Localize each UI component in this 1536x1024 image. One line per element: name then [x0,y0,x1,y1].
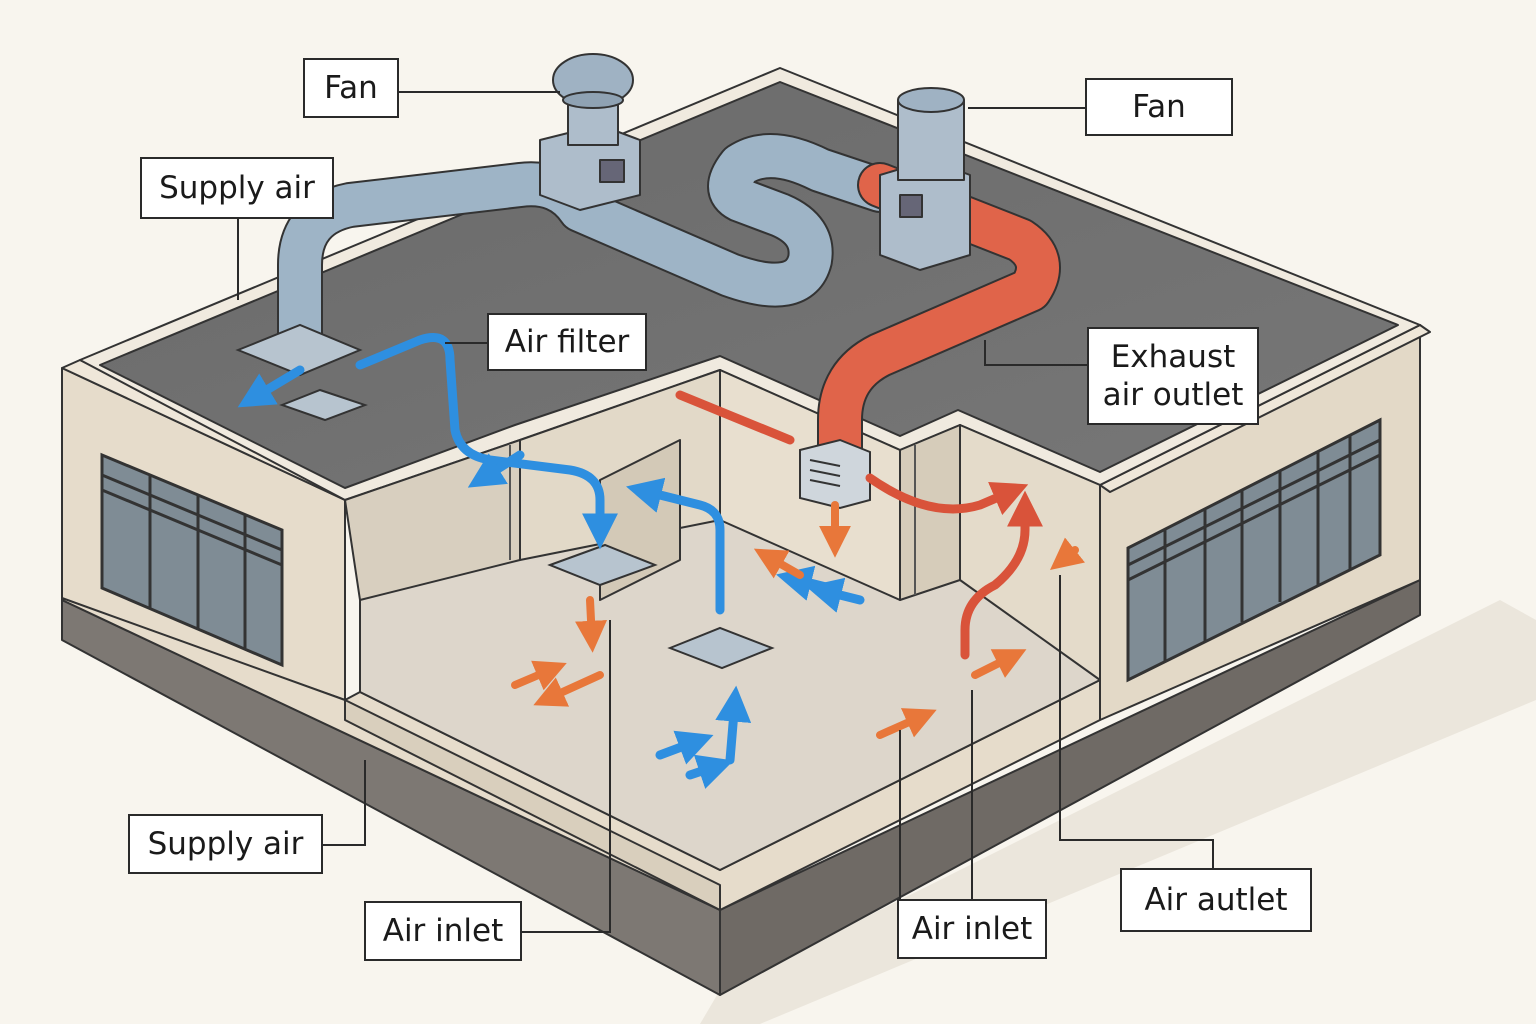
airflow-arrow [575,596,608,653]
airflow-arrow [971,649,1027,679]
supply-airflow-arrows [237,333,865,789]
label-air-inlet-right: Air inlet [897,899,1047,959]
leader-exhaust [984,340,1087,366]
label-supply-air-bottom: Supply air [128,814,323,874]
airflow-arrow [753,548,804,579]
airflow-arrow [960,490,1043,660]
fan-left-unit [539,53,641,211]
leader-supply-air-bottom [322,760,366,846]
airflow-arrow [237,365,305,408]
return-airflow-arrows [511,501,1085,739]
label-fan-right: Fan [1085,78,1233,136]
supply-duct [277,133,903,358]
airflow-arrow [511,660,567,691]
fan-right-unit [879,87,971,271]
window-right [1126,417,1382,683]
exhaust-duct [817,162,1061,483]
airflow-arrow [876,708,937,739]
label-air-filter: Air filter [487,313,647,371]
label-exhaust-air-outlet: Exhaust air outlet [1087,327,1259,425]
airflow-arrow [626,477,725,615]
leader-air-inlet-left [520,620,611,933]
ceiling-diffusers [547,543,775,670]
airflow-arrow [533,671,604,707]
leader-lines [237,91,1214,933]
exhaust-airflow-arrows [675,390,1043,660]
window-left [100,452,284,668]
roof-diffuser [235,323,368,422]
airflow-arrow [1050,537,1085,570]
label-fan-left: Fan [303,58,399,118]
airflow-arrow [355,333,618,550]
exhaust-grille [799,438,871,510]
label-supply-air-top: Supply air [140,157,334,219]
airflow-arrow [675,390,795,445]
airflow-arrow [776,565,835,601]
label-air-outlet: Air autlet [1120,868,1312,932]
airflow-arrow [655,730,714,765]
label-air-inlet-left: Air inlet [364,901,522,961]
airflow-arrow [865,473,1029,516]
airflow-arrow [715,685,752,765]
airflow-arrow [467,450,525,488]
leader-air-outlet [1059,575,1214,868]
airflow-arrow [685,754,734,789]
